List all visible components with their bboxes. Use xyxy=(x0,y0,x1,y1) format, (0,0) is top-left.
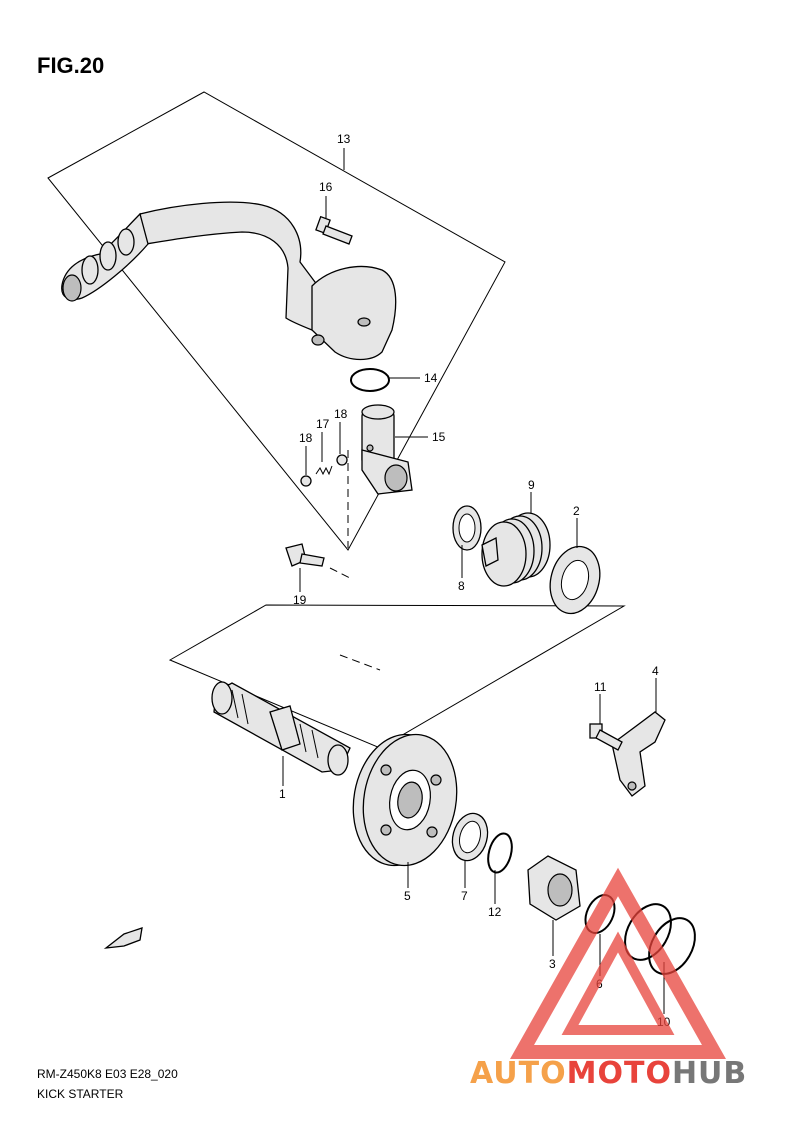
circlip-12 xyxy=(487,832,513,874)
callout-3: 3 xyxy=(549,957,556,971)
guide-plate-4 xyxy=(611,711,666,797)
callout-11: 11 xyxy=(594,680,607,694)
callout-17: 17 xyxy=(316,417,330,431)
ratchet-3 xyxy=(527,855,581,921)
callout-2: 2 xyxy=(573,504,580,518)
figure-code: RM-Z450K8 E03 E28_020 xyxy=(37,1067,178,1081)
shaft-group-box xyxy=(168,604,626,749)
callout-4: 4 xyxy=(652,664,659,678)
callout-14: 14 xyxy=(424,371,438,385)
kick-starter-shaft-1 xyxy=(211,681,351,776)
bolt-19 xyxy=(285,543,325,567)
figure-title: FIG.20 xyxy=(37,53,104,78)
callout-13: 13 xyxy=(337,132,351,146)
kick-gear-5 xyxy=(352,733,458,867)
callout-18b: 18 xyxy=(334,407,348,421)
callout-1: 1 xyxy=(279,787,286,801)
ball-18a xyxy=(300,475,312,487)
callout-5: 5 xyxy=(404,889,411,903)
callout-15: 15 xyxy=(432,430,446,444)
watermark-hub: HUB xyxy=(672,1056,747,1091)
spring-17 xyxy=(315,465,333,476)
figure-caption: KICK STARTER xyxy=(37,1087,124,1101)
callout-18a: 18 xyxy=(299,431,313,445)
callout-9: 9 xyxy=(528,478,535,492)
watermark-moto: MOTO xyxy=(567,1056,672,1091)
callout-7: 7 xyxy=(461,889,468,903)
callout-19: 19 xyxy=(293,593,307,607)
callout-leaders xyxy=(282,148,665,1014)
watermark-text: AUTOMOTOHUB xyxy=(470,1056,747,1091)
leader-dash-2 xyxy=(329,567,351,579)
watermark-logo xyxy=(510,867,726,1059)
o-ring-14 xyxy=(350,368,390,392)
leader-dash-3 xyxy=(339,654,381,671)
kick-lever-group-box xyxy=(47,91,506,551)
callout-8: 8 xyxy=(458,579,465,593)
spring-9 xyxy=(481,512,551,587)
kick-shaft-15 xyxy=(361,404,413,495)
callout-12: 12 xyxy=(488,905,502,919)
forward-arrow-icon xyxy=(103,927,143,949)
watermark-auto: AUTO xyxy=(470,1056,567,1091)
washer-7 xyxy=(451,812,489,862)
kick-starter-lever xyxy=(61,201,397,361)
seal-8 xyxy=(452,505,482,551)
bolt-16 xyxy=(315,215,353,245)
washer-2 xyxy=(549,545,601,615)
callout-16: 16 xyxy=(319,180,333,194)
ball-18b xyxy=(336,454,348,466)
bolt-11 xyxy=(589,723,623,751)
